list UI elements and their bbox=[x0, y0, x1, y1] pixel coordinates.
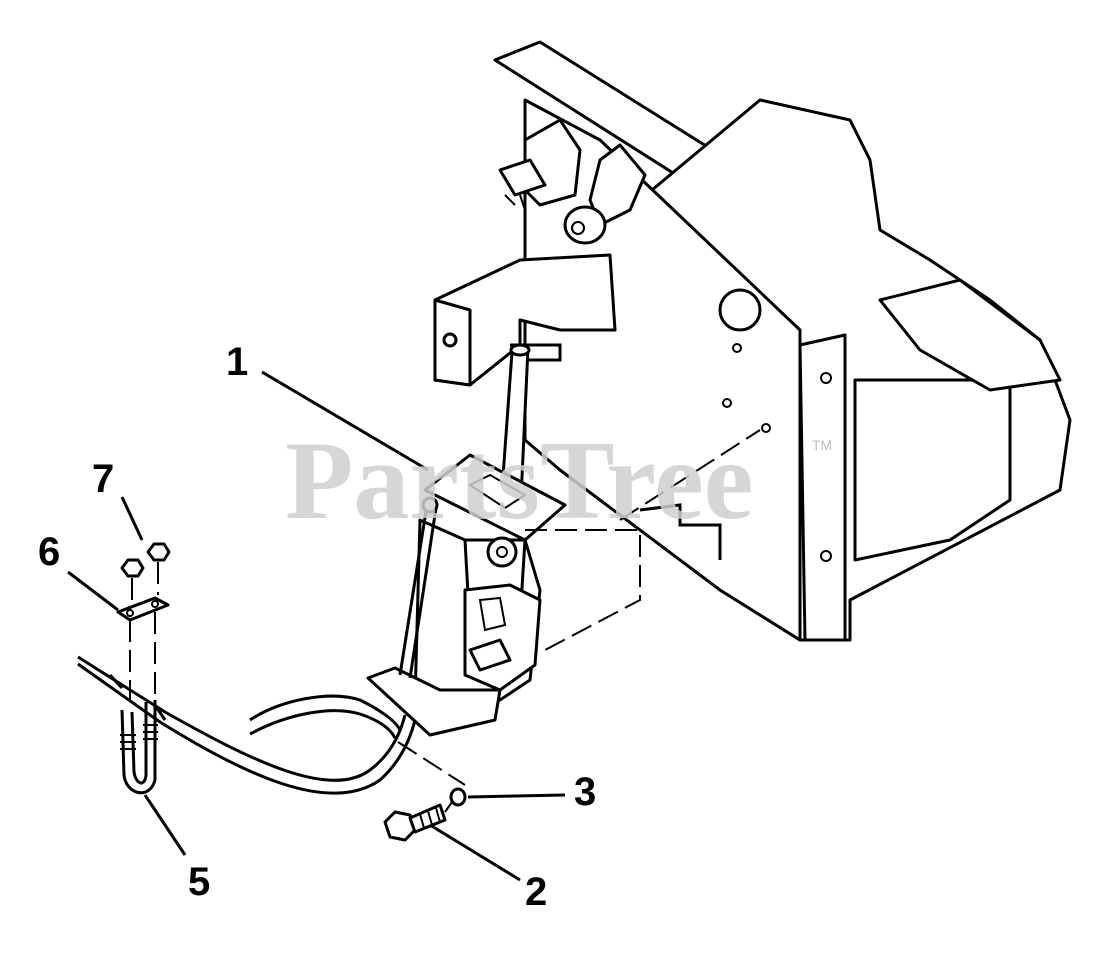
callout-5: 5 bbox=[188, 860, 210, 904]
watermark-trademark: TM bbox=[812, 437, 832, 453]
shift-lever-assembly bbox=[366, 343, 567, 737]
callout-2: 2 bbox=[525, 870, 547, 914]
callout-6: 6 bbox=[38, 530, 60, 574]
control-cable bbox=[77, 655, 417, 795]
callout-1: 1 bbox=[226, 340, 248, 384]
chassis-frame bbox=[433, 40, 1072, 642]
callout-3: 3 bbox=[574, 770, 596, 814]
watermark-text: PartsTree bbox=[285, 419, 754, 543]
hex-nuts bbox=[120, 542, 171, 600]
leader-lines bbox=[67, 370, 566, 882]
u-bolt bbox=[120, 700, 158, 795]
alignment-lines bbox=[525, 429, 761, 651]
clamp-plate bbox=[116, 596, 170, 710]
bolt-and-washer bbox=[383, 741, 467, 842]
callout-7: 7 bbox=[92, 457, 114, 501]
